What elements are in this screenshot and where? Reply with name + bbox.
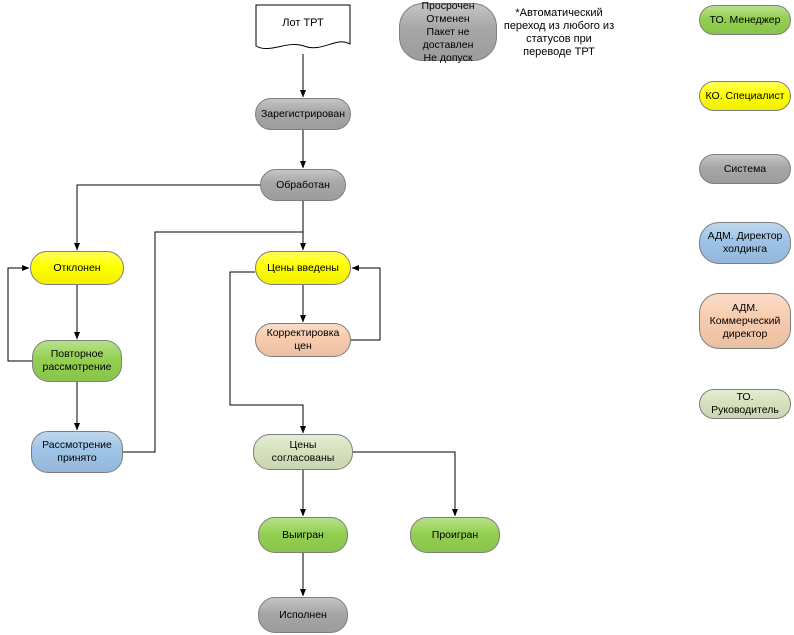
- legend-adm-commercial-director: АДМ. Коммерческий директор: [699, 293, 791, 349]
- legend-ko-specialist: КО. Специалист: [699, 81, 791, 111]
- node-registered: Зарегистрирован: [255, 98, 351, 130]
- node-reconsideration: Повторное рассмотрение: [32, 340, 122, 382]
- connector-prices-approved-to-lost: [353, 451, 458, 517]
- legend-to-supervisor: ТО. Руководитель: [699, 389, 791, 419]
- statuses-box-line: Просрочен: [421, 0, 475, 12]
- node-prices-entered: Цены введены: [255, 251, 351, 285]
- statuses-box: Просрочен Отменен Пакет не доставлен Не …: [399, 0, 497, 64]
- node-price-adjustment: Корректировка цен: [255, 323, 351, 357]
- node-lost: Проигран: [410, 517, 500, 553]
- connector-prices-entered-to-prices-approved: [229, 271, 306, 434]
- document-label: Лот ТРТ: [282, 17, 324, 29]
- legend-to-manager: ТО. Менеджер: [699, 5, 791, 35]
- node-prices-approved: Цены согласованы: [253, 434, 353, 470]
- connector-price-adjustment-to-prices-entered-loop: [351, 265, 381, 341]
- statuses-box-line: Отменен: [426, 12, 470, 25]
- node-processed: Обработан: [260, 169, 346, 201]
- connector-review-accepted-to-prices-entered: [123, 231, 303, 453]
- node-lot-trt-document: Лот ТРТ: [255, 4, 351, 56]
- node-review-accepted: Рассмотрение принято: [31, 431, 123, 473]
- node-won: Выигран: [258, 517, 348, 553]
- legend-system: Система: [699, 154, 791, 184]
- legend-adm-holding-director: АДМ. Директор холдинга: [699, 222, 791, 264]
- statuses-box-line: Не допуск: [423, 51, 473, 64]
- node-rejected: Отклонен: [30, 251, 124, 285]
- node-executed: Исполнен: [258, 597, 348, 633]
- auto-transition-annotation: *Автоматический переход из любого из ста…: [503, 7, 615, 58]
- document-shape-icon: [255, 4, 351, 50]
- statuses-box-line: Пакет не доставлен: [422, 25, 474, 51]
- connector-reconsideration-to-rejected-loop: [7, 265, 32, 362]
- connector-processed-to-rejected: [74, 184, 260, 251]
